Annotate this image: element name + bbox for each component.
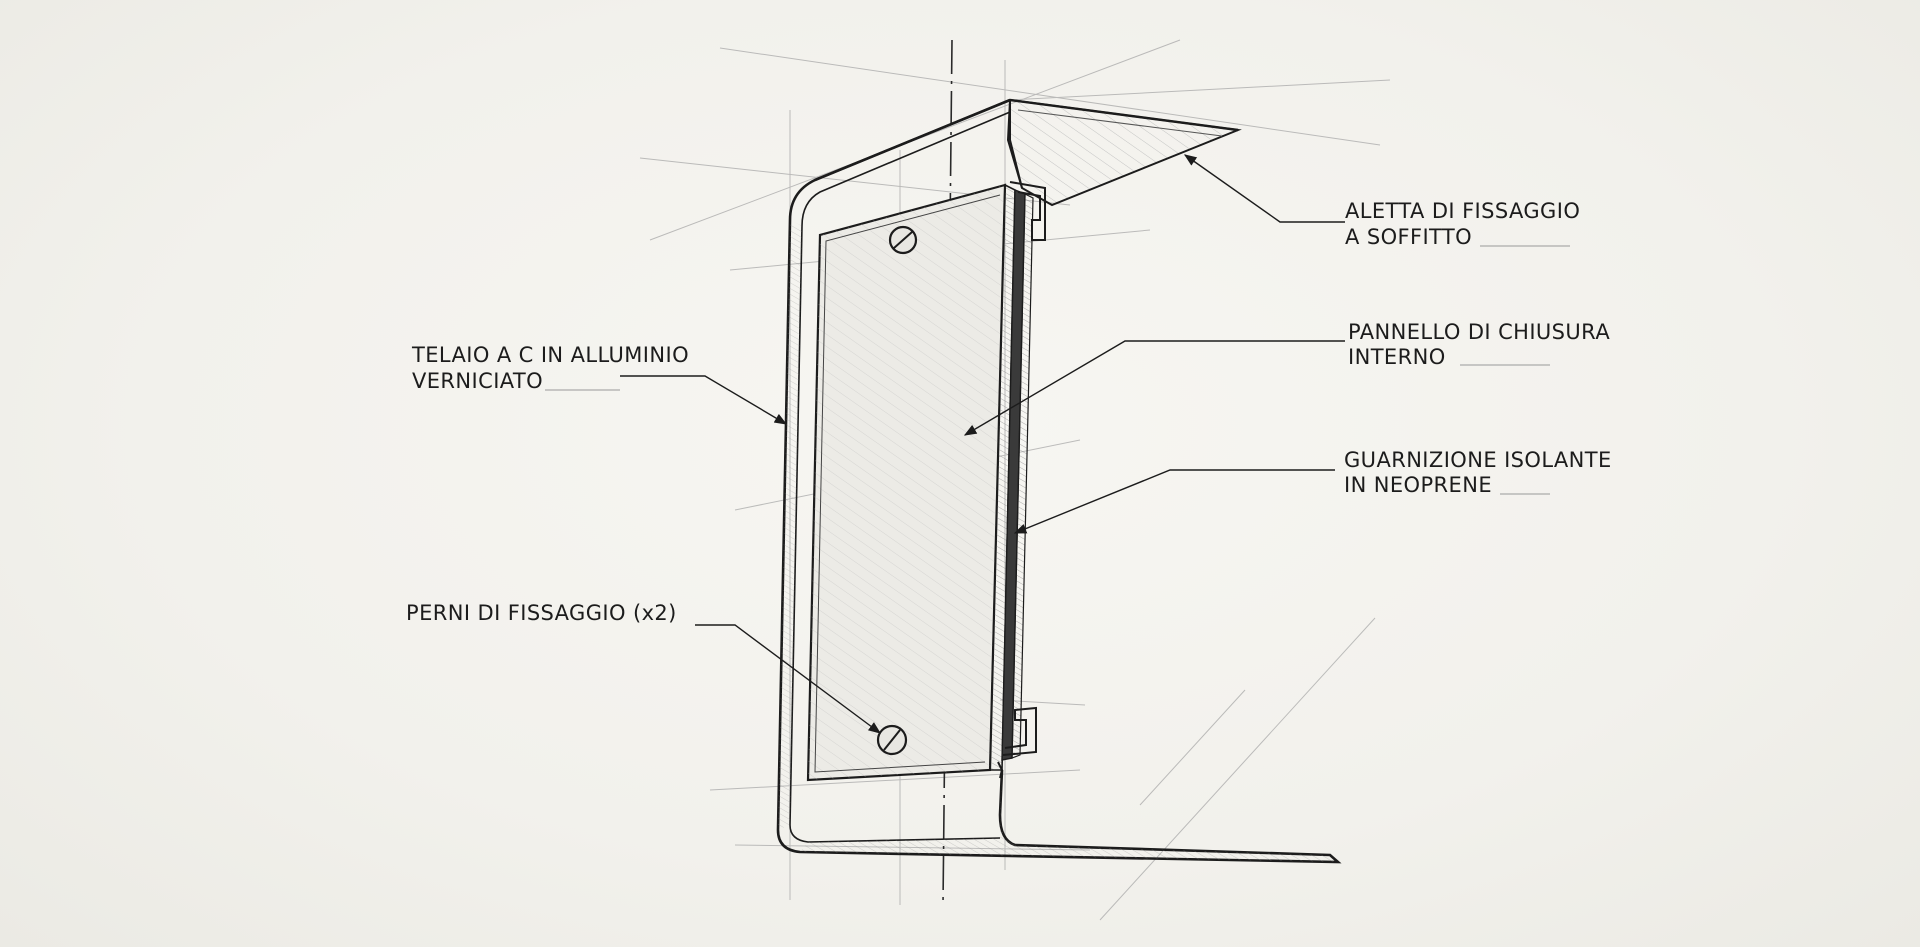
label-pannello-line2: INTERNO	[1348, 345, 1446, 369]
bottom-clip	[997, 706, 1037, 779]
callout-labels: ALETTA DI FISSAGGIO A SOFFITTO PANNELLO …	[406, 199, 1612, 625]
leader-guarnizione	[1013, 469, 1335, 534]
c-frame	[776, 98, 1342, 864]
label-guarnizione-line1: GUARNIZIONE ISOLANTE	[1344, 448, 1612, 472]
label-aletta-line2: A SOFFITTO	[1345, 225, 1472, 249]
label-guarnizione-line2: IN NEOPRENE	[1344, 473, 1492, 497]
label-aletta-line1: ALETTA DI FISSAGGIO	[1345, 199, 1580, 223]
label-pannello-line1: PANNELLO DI CHIUSURA	[1348, 320, 1610, 344]
top-flange	[1009, 98, 1242, 207]
screw-bottom-icon	[876, 724, 908, 756]
leader-pannello	[963, 340, 1345, 436]
leader-perni	[695, 624, 882, 734]
inner-panel	[806, 183, 1016, 782]
label-telaio-line1: TELAIO A C IN ALLUMINIO	[411, 343, 689, 367]
top-clip	[1009, 181, 1046, 241]
label-perni: PERNI DI FISSAGGIO (x2)	[406, 601, 677, 625]
gasket-strip	[1001, 188, 1034, 761]
screw-top-icon	[888, 225, 918, 255]
leader-lines	[545, 154, 1570, 734]
leader-telaio	[620, 375, 788, 425]
label-telaio-line2: VERNICIATO	[412, 369, 543, 393]
leader-aletta	[1183, 154, 1345, 223]
